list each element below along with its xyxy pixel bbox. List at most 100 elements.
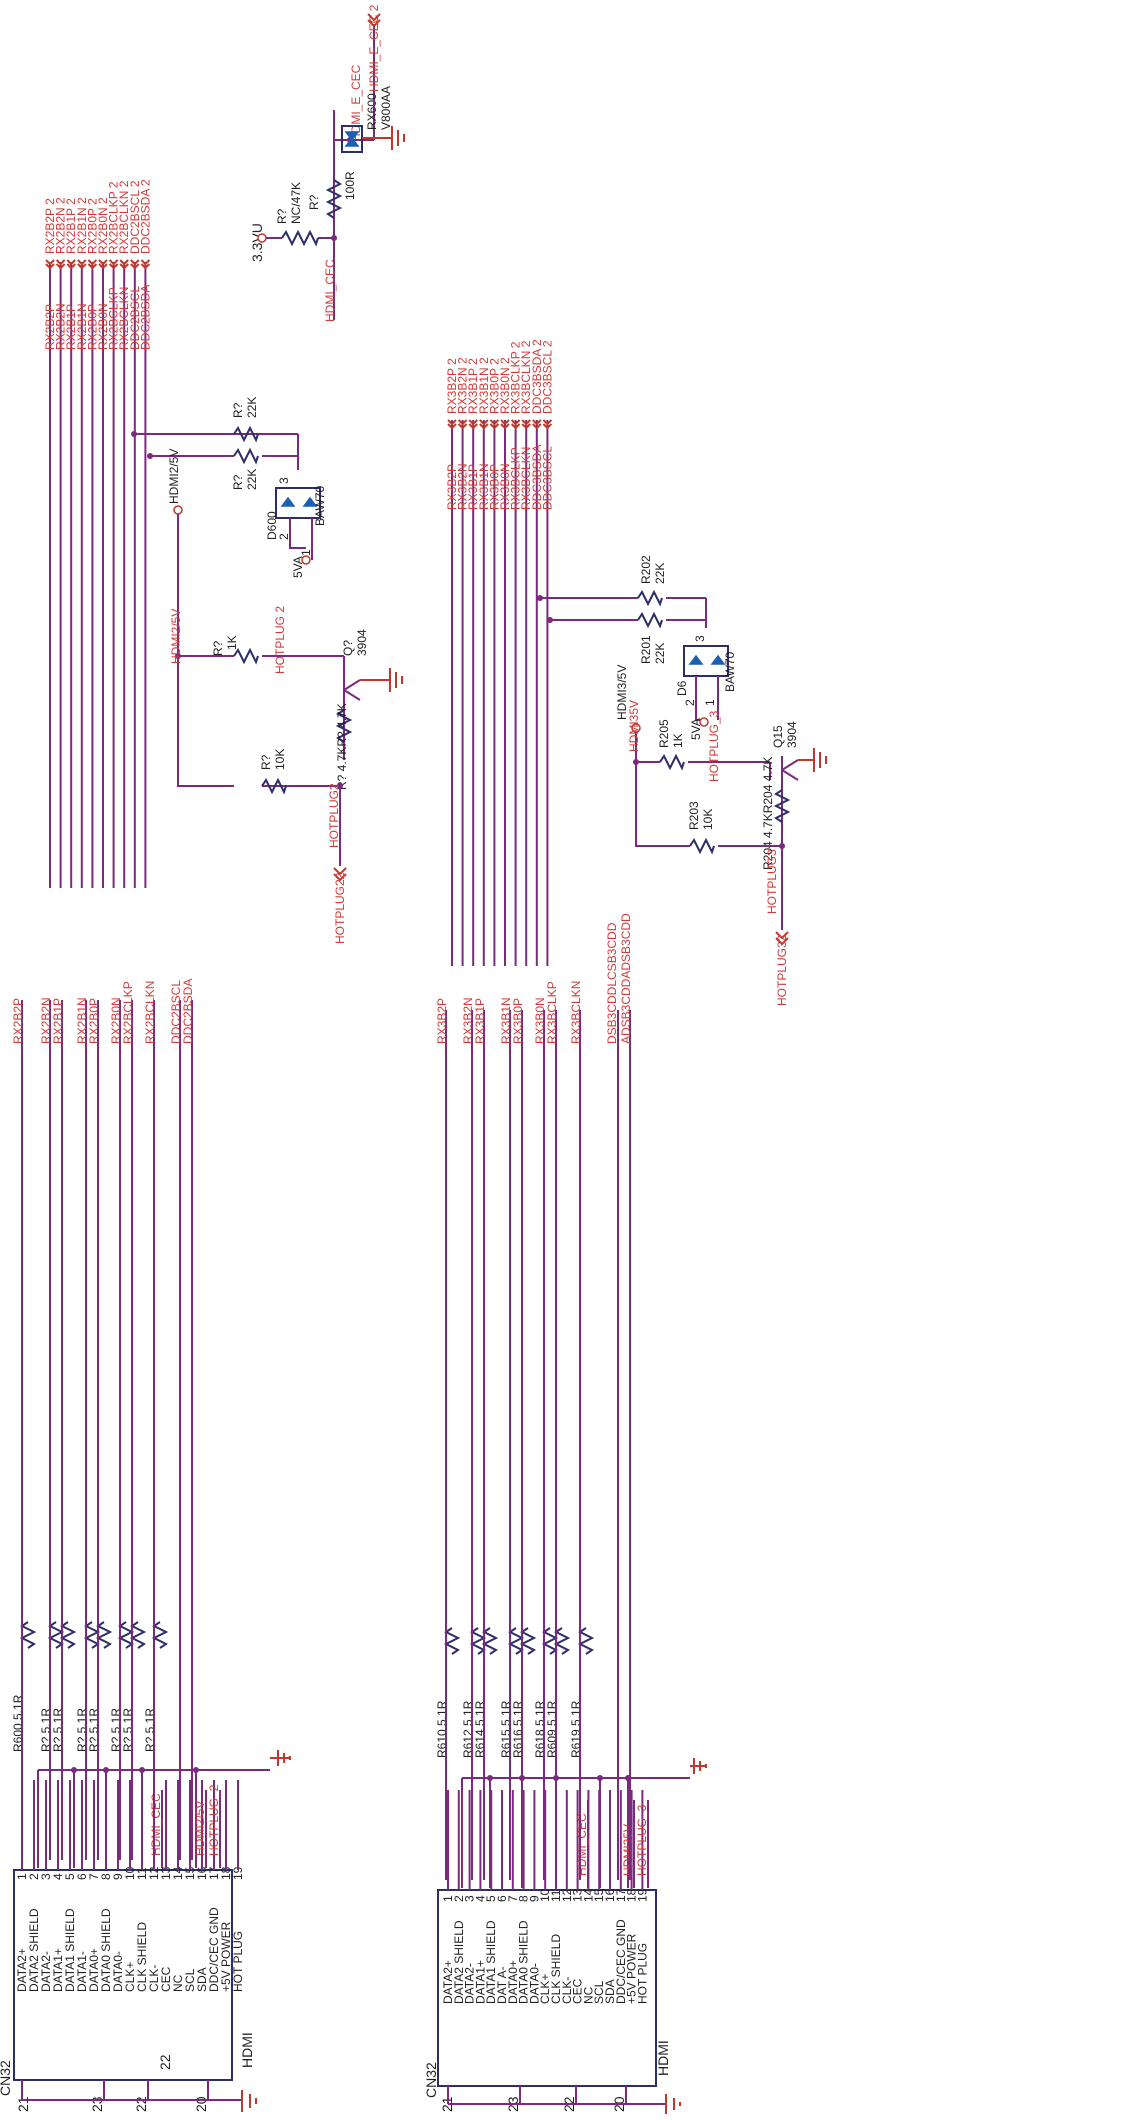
shield-pins: 21 23 22 22 20: [15, 2054, 209, 2112]
resistor-ref: R?: [211, 640, 225, 656]
supply-pin: [173, 505, 183, 515]
net-label: RX3B0N 2: [498, 357, 512, 414]
connector-type: HDMI: [239, 2032, 255, 2068]
net-label: RX3B2N: [461, 997, 475, 1044]
resistor-value: 1K: [225, 635, 239, 650]
net-label: RX3B1P: [473, 998, 487, 1044]
net-label: DDC2BSCL 2: [128, 180, 142, 254]
pin-name: DATA0 SHIELD: [99, 1908, 113, 1992]
supply-label: 3.3VU: [249, 223, 265, 262]
net-label: DDC2BSCL: [128, 286, 142, 350]
pin-name: +5V POWER: [219, 1921, 233, 1992]
junction: [633, 759, 639, 765]
net-label-hp: HOTPLUG 2: [273, 606, 287, 674]
pin-number: 7: [87, 1873, 101, 1880]
pullup-resistor-top: [637, 589, 663, 607]
ctrl-wires: [587, 1800, 649, 1888]
net-label: RX2B1N: [75, 303, 89, 350]
pin-name: DDC/CEC GND: [614, 1919, 628, 2004]
offpage-arrow-icon: [119, 259, 129, 270]
net-label-hp-port: HOTPLUG22: [333, 872, 347, 944]
offpage-arrow-icon: [98, 259, 108, 270]
offpage-arrow-icon: [500, 419, 510, 430]
connector-body: [437, 1889, 657, 2087]
offpage-arrow-icon: [457, 419, 468, 430]
transistor-icon: [781, 756, 799, 784]
pin-number: 1: [441, 1895, 455, 1902]
pin-number: 15: [183, 1866, 197, 1880]
net-label: RX2B0P: [87, 998, 101, 1044]
net-label: RX3B0P 2: [487, 358, 501, 414]
net-label: RX2BCLKN: [117, 287, 131, 350]
junction: [193, 1767, 199, 1773]
net-label: RX3B0P: [511, 998, 525, 1044]
net-label-cec: HDMI_CEC: [149, 1793, 163, 1856]
resistor-value: 22K: [245, 397, 259, 418]
pin-name: DAT A-: [495, 1966, 509, 2004]
pin-number: 19: [635, 1888, 649, 1902]
resistor-symbol: [59, 1621, 77, 1649]
net-label: RX3B0P: [487, 464, 501, 510]
pin-name: SDA: [195, 1967, 209, 1992]
pin-name: CEC: [159, 1966, 173, 1992]
net-label-cec: HDMI_CEC: [575, 1813, 589, 1876]
pin-number: 9: [527, 1895, 541, 1902]
pin-number: 19: [231, 1866, 245, 1880]
hp-wires: [688, 761, 771, 780]
pin-name: DATA1+: [473, 1960, 487, 2004]
pin-name: HOT PLUG: [635, 1943, 649, 2004]
net-label: DDC3BSDA: [530, 445, 544, 510]
pin-number: 15: [592, 1888, 606, 1902]
net-label: RX3B2N 2: [456, 357, 470, 414]
pin-number: 2: [452, 1895, 466, 1902]
net-label: ADSB3CDDADSB3CDD: [619, 913, 633, 1044]
net-label: RX3B1P 2: [466, 358, 480, 414]
junction: [597, 1775, 603, 1781]
pin-number: 18: [219, 1866, 233, 1880]
pin-number: 13: [571, 1888, 585, 1902]
net-label: RX3B0N: [498, 463, 512, 510]
cec-protection-block: 3.3VU R? NC/47K R? 100R HDMI_CEC HDMI_E_…: [249, 4, 405, 322]
pin-number: 10: [123, 1866, 137, 1880]
offpage-arrow-icon: [510, 419, 521, 430]
net-label: RX2B1N 2: [75, 197, 89, 254]
pin-name: SCL: [183, 1968, 197, 1992]
offpage-arrow-icon: [775, 931, 789, 946]
diode-part: BAW70: [313, 485, 327, 526]
resistor-47k: [335, 709, 353, 743]
net-label-cec-out: HDMI_E_CEC 2: [367, 4, 381, 92]
pin-number: 16: [195, 1866, 209, 1880]
net-label: RX3B2P 2: [445, 358, 459, 414]
diode-wires: [289, 518, 313, 560]
net-label: RX2B1N: [75, 997, 89, 1044]
resistor-symbol: [117, 1621, 135, 1649]
net-label: RX3B1N: [499, 997, 513, 1044]
supply-pin: [257, 233, 267, 243]
pin-number: 10: [538, 1888, 552, 1902]
pullup-resistor-top: [233, 425, 259, 443]
net-label-hp: HOTPLUG_3: [635, 1804, 649, 1876]
bus-rx2: RX2B2PRX2B2NRX2B1PRX2B1NRX2B0PRX2B0NRX2B…: [43, 179, 152, 888]
net-label: RX2BCLKN: [143, 981, 157, 1044]
diode-part: BAW70: [723, 651, 737, 692]
ground-icon: [798, 748, 827, 772]
resistor-symbol: [47, 1621, 65, 1649]
pin-number: 3: [693, 635, 707, 642]
pin-name: DATA0-: [527, 1963, 541, 2004]
pin-name: DATA2 SHIELD: [27, 1908, 41, 1992]
transistor-ref: Q15: [771, 725, 785, 748]
transistor-ref: Q?: [341, 640, 355, 656]
net-label-cec-in: HDMI_CEC: [323, 259, 337, 322]
ground-icon: [362, 126, 405, 150]
net-label: RX3B1N: [477, 463, 491, 510]
dual-diode: [683, 645, 729, 677]
connector-type: HDMI: [655, 2040, 671, 2076]
resistor-symbol: [95, 1621, 113, 1649]
resistor-symbol: [443, 1627, 461, 1655]
offpage-arrow-icon: [140, 259, 151, 270]
